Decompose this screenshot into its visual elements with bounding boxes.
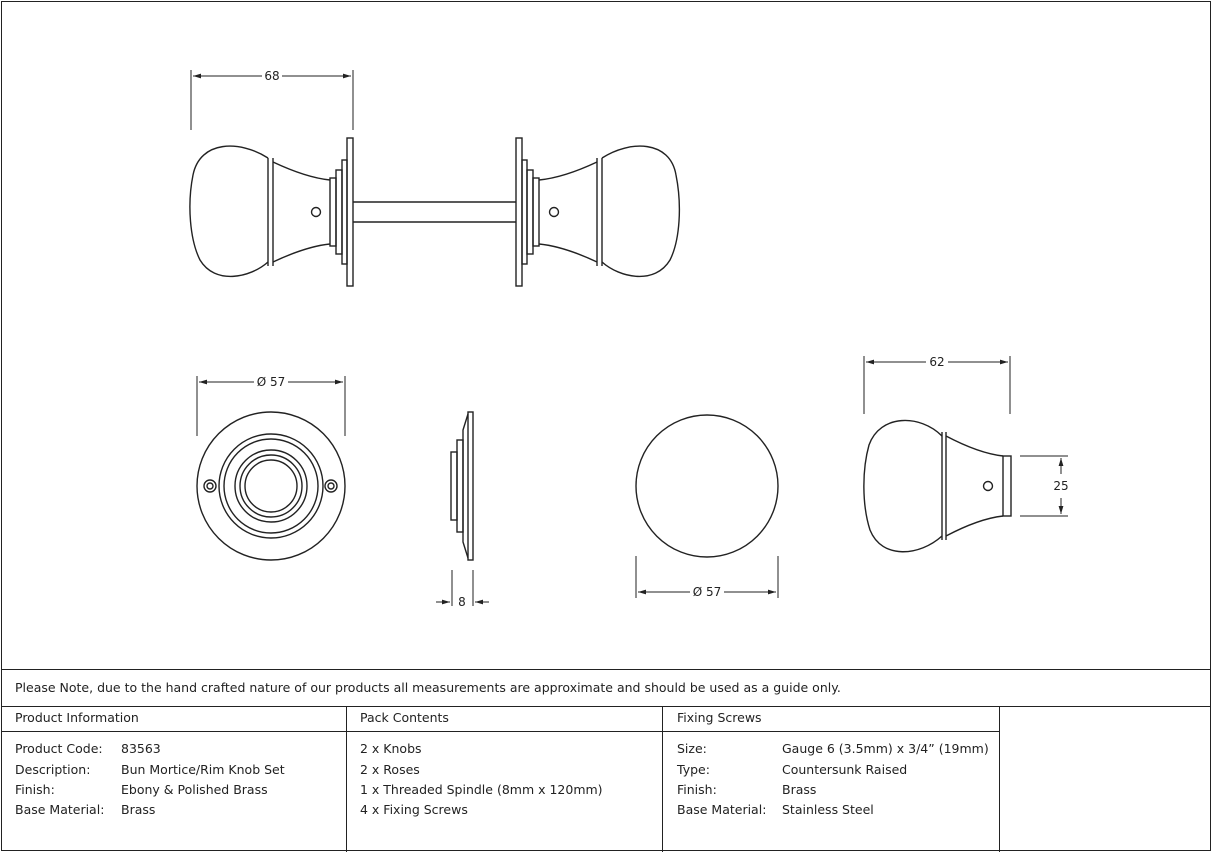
rose-screw-hole-left bbox=[203, 479, 217, 493]
dim-knob-projection: 62 bbox=[929, 355, 944, 369]
dim-rose-diameter: Ø 57 bbox=[257, 375, 286, 389]
pack-item: 2 x Knobs bbox=[360, 741, 422, 756]
product-info-label: Product Code: bbox=[15, 741, 103, 756]
product-info-label: Base Material: bbox=[15, 802, 105, 817]
rose-front-view: Ø 57 bbox=[196, 375, 346, 561]
dim-knob-diameter: Ø 57 bbox=[693, 585, 722, 599]
product-info-value: Bun Mortice/Rim Knob Set bbox=[121, 762, 285, 777]
product-info-value: Ebony & Polished Brass bbox=[121, 782, 268, 797]
screw-label: Base Material: bbox=[677, 802, 767, 817]
dim-rose-thickness: 8 bbox=[458, 595, 466, 609]
product-info-value: 83563 bbox=[121, 741, 161, 756]
product-info-label: Finish: bbox=[15, 782, 55, 797]
screw-value: Brass bbox=[782, 782, 817, 797]
note-bottom-rule bbox=[1, 706, 1211, 707]
product-info-label: Description: bbox=[15, 762, 91, 777]
header-bottom-rule bbox=[1, 731, 1000, 732]
measurement-note: Please Note, due to the hand crafted nat… bbox=[15, 680, 841, 695]
pack-contents-title: Pack Contents bbox=[360, 710, 449, 725]
screw-label: Type: bbox=[677, 762, 710, 777]
product-info-value: Brass bbox=[121, 802, 156, 817]
col-divider-2 bbox=[662, 706, 663, 852]
screw-label: Finish: bbox=[677, 782, 717, 797]
rose-side-view: 8 bbox=[436, 411, 489, 609]
knob-side-view: 62 25 bbox=[863, 355, 1069, 553]
col-divider-3 bbox=[999, 706, 1000, 852]
fixing-screws-title: Fixing Screws bbox=[677, 710, 762, 725]
pack-item: 2 x Roses bbox=[360, 762, 420, 777]
table-top-rule bbox=[1, 669, 1211, 670]
knob-front-view: Ø 57 bbox=[635, 414, 779, 599]
product-info-title: Product Information bbox=[15, 710, 139, 725]
right-knob-bun bbox=[601, 145, 681, 278]
screw-value: Gauge 6 (3.5mm) x 3/4” (19mm) bbox=[782, 741, 989, 756]
knob-set-side-view: 68 bbox=[189, 69, 681, 287]
pack-item: 4 x Fixing Screws bbox=[360, 802, 468, 817]
dim-knob-length: 68 bbox=[264, 69, 279, 83]
screw-value: Stainless Steel bbox=[782, 802, 874, 817]
screw-value: Countersunk Raised bbox=[782, 762, 908, 777]
drawing-area: 68 Ø 57 bbox=[189, 69, 1069, 609]
dim-neck-diameter: 25 bbox=[1053, 479, 1068, 493]
pack-item: 1 x Threaded Spindle (8mm x 120mm) bbox=[360, 782, 603, 797]
col-divider-1 bbox=[346, 706, 347, 852]
screw-label: Size: bbox=[677, 741, 707, 756]
left-knob-bun bbox=[189, 145, 269, 278]
rose-screw-hole-right bbox=[324, 479, 338, 493]
